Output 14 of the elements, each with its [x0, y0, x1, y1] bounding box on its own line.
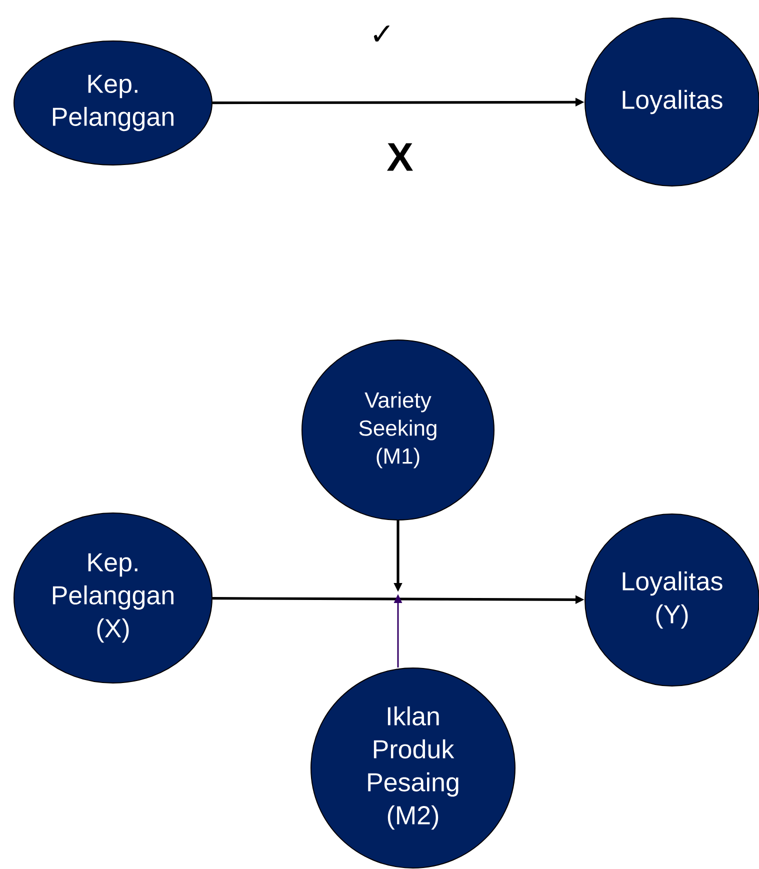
node-label: Kep. Pelanggan (X)	[52, 553, 174, 643]
circle-node	[14, 512, 212, 684]
check-mark: ✓	[374, 26, 390, 42]
node-label: Iklan Produk Pesaing (M2)	[368, 706, 458, 830]
circle-node	[310, 668, 516, 868]
circle-node	[584, 18, 759, 186]
node-label: Loyalitas	[622, 90, 722, 114]
circle-node	[14, 40, 212, 166]
cross-mark: X	[387, 143, 413, 171]
node-label: Kep. Pelanggan	[52, 74, 174, 132]
node-label: Variety Seeking (M1)	[359, 392, 436, 468]
node-label: Loyalitas (Y)	[622, 571, 722, 629]
circle-node	[302, 340, 494, 520]
circle-node	[584, 514, 759, 686]
